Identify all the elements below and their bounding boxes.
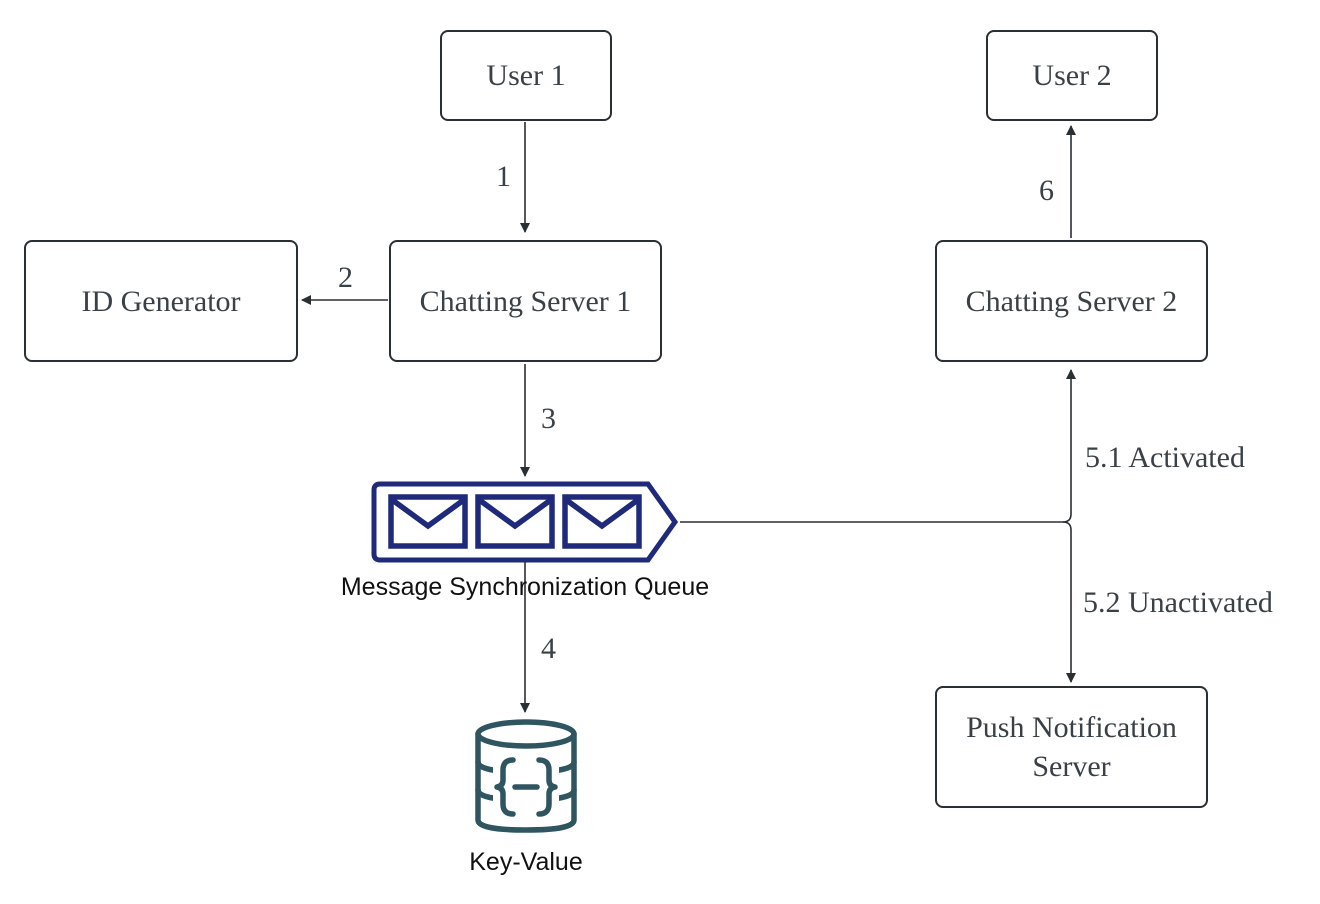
chatting-server-2-node[interactable]: Chatting Server 2 (935, 240, 1208, 362)
edge-queue-to-push (1062, 521, 1076, 683)
envelope-icon (388, 494, 468, 549)
step-2-label: 2 (338, 261, 353, 294)
step-5-2-label: 5.2 Unactivated (1083, 586, 1273, 619)
chatting-server-1-node[interactable]: Chatting Server 1 (389, 240, 662, 362)
user1-label: User 1 (486, 59, 566, 92)
chatting-server-2-label: Chatting Server 2 (965, 284, 1178, 318)
user1-node[interactable]: User 1 (440, 30, 612, 121)
envelope-icon (475, 494, 555, 549)
push-notification-server-label: Push Notification Server (966, 711, 1177, 783)
envelope-icon (562, 494, 642, 549)
chatting-server-1-label: Chatting Server 1 (419, 284, 632, 318)
step-4-label: 4 (541, 632, 556, 665)
push-notification-server-node[interactable]: Push Notification Server (935, 686, 1208, 808)
user2-node[interactable]: User 2 (986, 30, 1158, 121)
queue-caption: Message Synchronization Queue (340, 573, 710, 601)
user2-label: User 2 (1032, 59, 1112, 92)
message-queue-icon[interactable] (370, 481, 682, 563)
edge-queue-to-server2 (680, 369, 1076, 523)
step-6-label: 6 (1039, 174, 1054, 207)
step-1-label: 1 (496, 160, 511, 193)
step-3-label: 3 (541, 402, 556, 435)
key-value-caption: Key-Value (469, 848, 583, 876)
step-5-1-label: 5.1 Activated (1085, 441, 1245, 474)
key-value-database-icon[interactable] (473, 718, 579, 834)
id-generator-node[interactable]: ID Generator (24, 240, 298, 362)
id-generator-label: ID Generator (81, 284, 241, 318)
